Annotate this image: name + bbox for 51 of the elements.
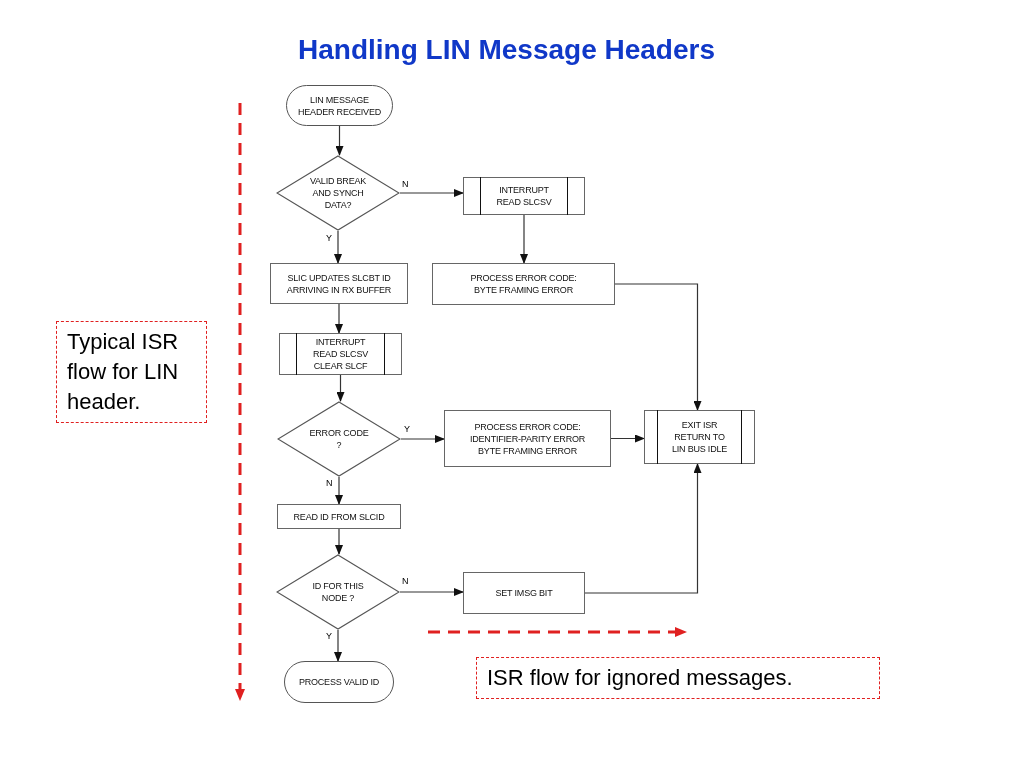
decision-diamond <box>276 554 400 630</box>
edge-label: Y <box>403 424 411 434</box>
process-box <box>270 263 408 304</box>
arrow <box>614 283 702 411</box>
predefined-process-box <box>463 177 585 215</box>
arrow <box>584 463 702 594</box>
predefined-process-box <box>279 333 402 375</box>
note-text: ISR flow for ignored messages. <box>487 664 793 692</box>
arrow <box>610 434 645 443</box>
arrow <box>334 230 342 264</box>
edge-label: Y <box>325 233 333 243</box>
terminator-shape <box>284 661 394 703</box>
step-label: ERROR CODE ? <box>308 427 370 451</box>
decision-diamond <box>276 155 400 231</box>
arrow <box>400 435 445 443</box>
arrow <box>334 629 342 662</box>
note-box <box>56 321 207 423</box>
process-box <box>277 504 401 529</box>
step-label: PROCESS ERROR CODE: IDENTIFIER-PARITY ERROR BYTE FRAMING ERROR <box>468 420 587 457</box>
step-label: SET IMSG BIT <box>495 587 553 599</box>
predefined-process-box <box>644 410 755 464</box>
arrow <box>335 528 343 555</box>
note-box <box>476 657 880 699</box>
note-text: Typical ISR flow for LIN header. <box>67 328 180 416</box>
step-label: PROCESS VALID ID <box>298 676 380 688</box>
edge-label: Y <box>325 631 333 641</box>
arrow <box>335 303 343 334</box>
process-box <box>444 410 611 467</box>
step-label: EXIT ISR RETURN TO LIN BUS IDLE <box>670 419 729 455</box>
step-label: LIN MESSAGE HEADER RECEIVED <box>297 93 382 118</box>
decision-diamond <box>277 401 401 477</box>
title: Handling LIN Message Headers <box>297 34 716 66</box>
step-label: ID FOR THIS NODE ? <box>311 580 365 604</box>
arrow <box>520 214 528 264</box>
arrow <box>399 588 464 596</box>
step-label: PROCESS ERROR CODE: BYTE FRAMING ERROR <box>469 272 578 296</box>
edge-label: N <box>401 576 410 586</box>
step-label: VALID BREAK AND SYNCH DATA? <box>308 175 368 211</box>
arrow <box>399 189 464 197</box>
arrow <box>335 125 344 156</box>
edge-label: N <box>401 179 410 189</box>
step-label: SLIC UPDATES SLCBT ID ARRIVING IN RX BUFFER <box>285 271 393 296</box>
step-label: INTERRUPT READ SLCSV <box>495 184 553 208</box>
arrow <box>336 374 345 402</box>
process-box <box>432 263 615 305</box>
process-box <box>463 572 585 614</box>
terminator-shape <box>286 85 393 126</box>
step-label: READ ID FROM SLCID <box>293 510 385 523</box>
edge-label: N <box>325 478 334 488</box>
arrow <box>335 476 343 505</box>
step-label: INTERRUPT READ SLCSV CLEAR SLCF <box>312 336 369 372</box>
